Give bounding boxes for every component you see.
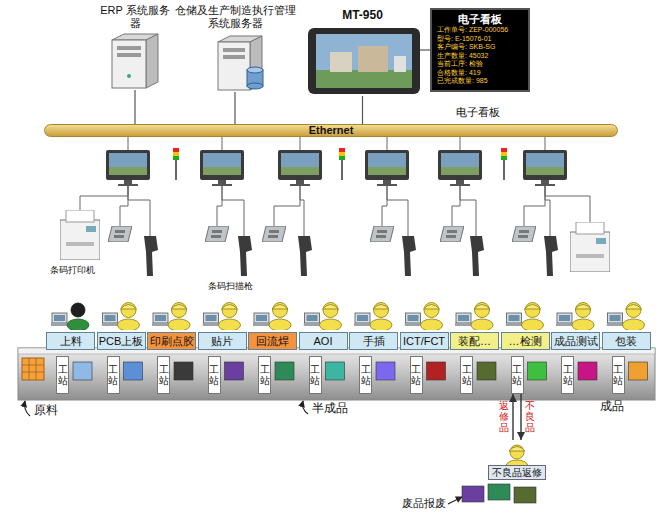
node-text: 工站 — [310, 364, 320, 386]
device-label: 条码打印机 — [50, 265, 95, 275]
node-text: 工站 — [260, 364, 270, 386]
station-box: 工站 — [56, 356, 69, 394]
node-text: ERP 系统服务器 — [100, 4, 170, 30]
barcode-scanners — [144, 236, 558, 276]
station-box: 工站 — [410, 356, 423, 394]
node-body-text: 生产数量: 45032 — [435, 52, 525, 61]
process-box: 成品测试 — [551, 332, 600, 350]
node-text: PCB上板 — [99, 335, 144, 347]
connector — [520, 394, 521, 440]
node-text: Ethernet — [309, 125, 354, 136]
repair-station: 不良品返修 — [485, 440, 549, 480]
station-box: 工站 — [460, 356, 473, 394]
node-text: 工站 — [613, 364, 623, 386]
station-box: 工站 — [561, 356, 574, 394]
node-text: 电子看板 — [435, 12, 525, 26]
node-text: 工站 — [411, 364, 421, 386]
node-body-text: 工作单号: ZEP-000056 — [435, 26, 525, 35]
process-box: AOI — [299, 332, 348, 350]
connector — [362, 96, 363, 124]
operators — [51, 303, 645, 332]
node-text: ICT/FCT — [403, 335, 445, 347]
conveyor — [18, 348, 655, 400]
process-box: 包装 — [602, 332, 651, 350]
station-wires — [80, 137, 590, 236]
ethernet-bus: Ethernet — [44, 124, 618, 137]
device-label: 条码扫描枪 — [208, 281, 253, 291]
raw-material-stack — [22, 358, 44, 380]
node-text: 不良品返修 — [488, 465, 546, 480]
mes-server: 仓储及生产制造执行管理 系统服务器 — [168, 4, 302, 92]
node-body-text: 合格数量: 419 — [435, 69, 525, 78]
node-text: 工站 — [108, 364, 118, 386]
connector — [512, 394, 513, 440]
node-text: 仓储及生产制造执行管理 系统服务器 — [168, 4, 302, 30]
node-body-text: 已完成数量: 985 — [435, 77, 525, 86]
node-text: 工站 — [512, 364, 522, 386]
node-body-text: 型号: E-15076-01 — [435, 35, 525, 44]
node-text: 回流焊 — [256, 335, 289, 347]
node-text: 工站 — [563, 364, 573, 386]
process-box: 回流焊 — [248, 332, 297, 350]
process-box: 手插 — [349, 332, 398, 350]
node-text: 成品测试 — [554, 335, 598, 347]
station-box: 工站 — [107, 356, 120, 394]
node-text: MT-950 — [305, 8, 420, 22]
barcode-printers — [60, 210, 610, 272]
node-text: 印刷点胶 — [150, 335, 194, 347]
e-board: 电子看板工作单号: ZEP-000056型号: E-15076-01客户编号: … — [430, 8, 530, 92]
station-box: 工站 — [157, 356, 170, 394]
node-text: 工站 — [58, 364, 68, 386]
scrap-label: 废品报废 — [402, 497, 446, 510]
node-text: 手插 — [363, 335, 385, 347]
flow-arrows — [25, 401, 462, 504]
node-body-text: 客户编号: SKB-SG — [435, 43, 525, 52]
board-caption: 电子看板 — [456, 106, 500, 119]
flow-label: 半成品 — [312, 402, 348, 416]
station-box: 工站 — [309, 356, 322, 394]
node-text: 包装 — [615, 335, 637, 347]
connector — [134, 90, 135, 124]
node-text: 装配… — [458, 335, 491, 347]
node-text: 工站 — [159, 364, 169, 386]
node-text: 工站 — [361, 364, 371, 386]
connector — [234, 92, 235, 124]
node-text: 工站 — [462, 364, 472, 386]
erp-server: ERP 系统服务器 — [100, 4, 170, 90]
station-box: 工站 — [511, 356, 524, 394]
station-box: 工站 — [208, 356, 221, 394]
mes-server-icon — [218, 36, 263, 90]
process-box: ICT/FCT — [400, 332, 449, 350]
node-text: AOI — [314, 335, 333, 347]
node-text: 贴片 — [211, 335, 233, 347]
touch-monitor: MT-950 — [305, 8, 420, 96]
edge-label: 不良品 — [525, 400, 535, 433]
scrap-boards — [462, 484, 536, 503]
touch-monitor-icon — [308, 28, 420, 94]
process-box: …检测 — [501, 332, 550, 350]
light-towers — [173, 148, 507, 180]
node-text: …检测 — [509, 335, 542, 347]
station-box: 工站 — [612, 356, 625, 394]
flow-label: 原料 — [34, 404, 58, 418]
flow-label: 成品 — [600, 400, 624, 414]
process-box: PCB上板 — [97, 332, 146, 350]
process-box: 上料 — [46, 332, 95, 350]
station-box: 工站 — [359, 356, 372, 394]
node-body-text: 当前工序: 检验 — [435, 60, 525, 69]
process-box: 装配… — [450, 332, 499, 350]
station-box: 工站 — [258, 356, 271, 394]
erp-server-icon — [112, 34, 158, 88]
edge-label: 返修品 — [499, 400, 509, 433]
node-text: 工站 — [209, 364, 219, 386]
node-text: 上料 — [60, 335, 82, 347]
connector — [420, 49, 430, 50]
process-box: 印刷点胶 — [147, 332, 196, 350]
process-box: 贴片 — [198, 332, 247, 350]
